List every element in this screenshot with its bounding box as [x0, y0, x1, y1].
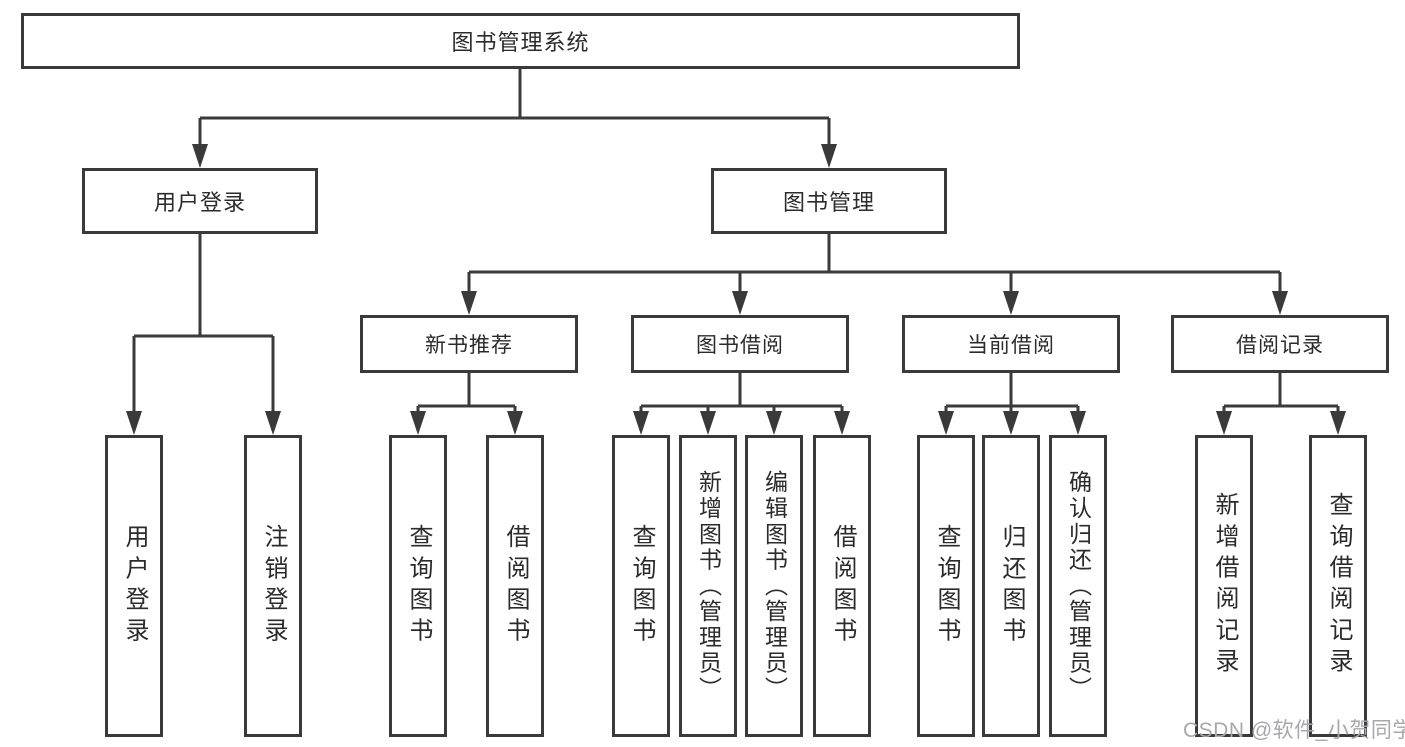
node-library-management-system: 图书管理系统	[21, 13, 1020, 69]
node-label: 借阅图书	[502, 523, 529, 649]
csdn-watermark: CSDN @软件_小贺同学	[1183, 719, 1405, 742]
leaf-logout: 注销登录	[244, 435, 302, 737]
leaf-query-books-2: 查询图书	[612, 435, 670, 737]
arrow-icon	[732, 291, 748, 315]
arrow-icon	[1003, 411, 1019, 435]
leaf-user-login: 用户登录	[105, 435, 163, 737]
arrow-icon	[938, 411, 954, 435]
arrow-icon	[461, 291, 477, 315]
node-label: 用户登录	[153, 190, 246, 215]
node-label: 图书借阅	[696, 334, 784, 357]
arrowheads	[126, 144, 1346, 435]
arrow-icon	[126, 411, 142, 435]
arrow-icon	[766, 411, 782, 435]
leaf-add-books-admin: 新增图书（管理员）	[679, 435, 737, 737]
node-label: 图书管理系统	[451, 30, 590, 55]
node-label: 查询图书	[405, 523, 432, 649]
node-label: 新增借阅记录	[1211, 492, 1238, 680]
node-label: 注销登录	[260, 523, 287, 649]
leaf-return-books: 归还图书	[982, 435, 1040, 737]
node-label: 归还图书	[998, 523, 1025, 649]
leaf-add-borrow-record: 新增借阅记录	[1195, 435, 1253, 737]
arrow-icon	[834, 411, 850, 435]
node-label: 确认归还（管理员）	[1065, 470, 1092, 702]
node-current-borrowing: 当前借阅	[902, 315, 1120, 373]
node-label: 查询图书	[933, 523, 960, 649]
leaf-confirm-return-admin: 确认归还（管理员）	[1049, 435, 1107, 737]
node-label: 借阅记录	[1236, 334, 1324, 357]
arrow-icon	[1272, 291, 1288, 315]
node-label: 编辑图书（管理员）	[761, 470, 788, 702]
node-label: 查询借阅记录	[1325, 492, 1352, 680]
node-book-management-branch: 图书管理	[711, 168, 947, 234]
node-user-login-branch: 用户登录	[82, 168, 318, 234]
arrow-icon	[507, 411, 523, 435]
node-label: 查询图书	[628, 523, 655, 649]
arrow-icon	[192, 144, 208, 168]
node-label: 新增图书（管理员）	[695, 470, 722, 702]
arrow-icon	[265, 411, 281, 435]
node-borrowing-records: 借阅记录	[1171, 315, 1389, 373]
leaf-edit-books-admin: 编辑图书（管理员）	[745, 435, 803, 737]
node-label: 借阅图书	[829, 523, 856, 649]
node-new-book-recommendation: 新书推荐	[360, 315, 578, 373]
arrow-icon	[1003, 291, 1019, 315]
arrow-icon	[633, 411, 649, 435]
leaf-query-borrow-record: 查询借阅记录	[1309, 435, 1367, 737]
arrow-icon	[1216, 411, 1232, 435]
arrow-icon	[700, 411, 716, 435]
node-label: 图书管理	[782, 190, 875, 215]
arrow-icon	[821, 144, 837, 168]
arrow-icon	[1330, 411, 1346, 435]
leaf-query-books-3: 查询图书	[917, 435, 975, 737]
leaf-borrow-books-1: 借阅图书	[486, 435, 544, 737]
arrow-icon	[1070, 411, 1086, 435]
arrow-icon	[410, 411, 426, 435]
node-label: 新书推荐	[425, 334, 513, 357]
node-label: 当前借阅	[967, 334, 1055, 357]
node-book-borrowing: 图书借阅	[631, 315, 849, 373]
node-label: 用户登录	[121, 523, 148, 649]
leaf-query-books-1: 查询图书	[389, 435, 447, 737]
connector-elbow-lines	[132, 69, 1340, 415]
leaf-borrow-books-2: 借阅图书	[813, 435, 871, 737]
